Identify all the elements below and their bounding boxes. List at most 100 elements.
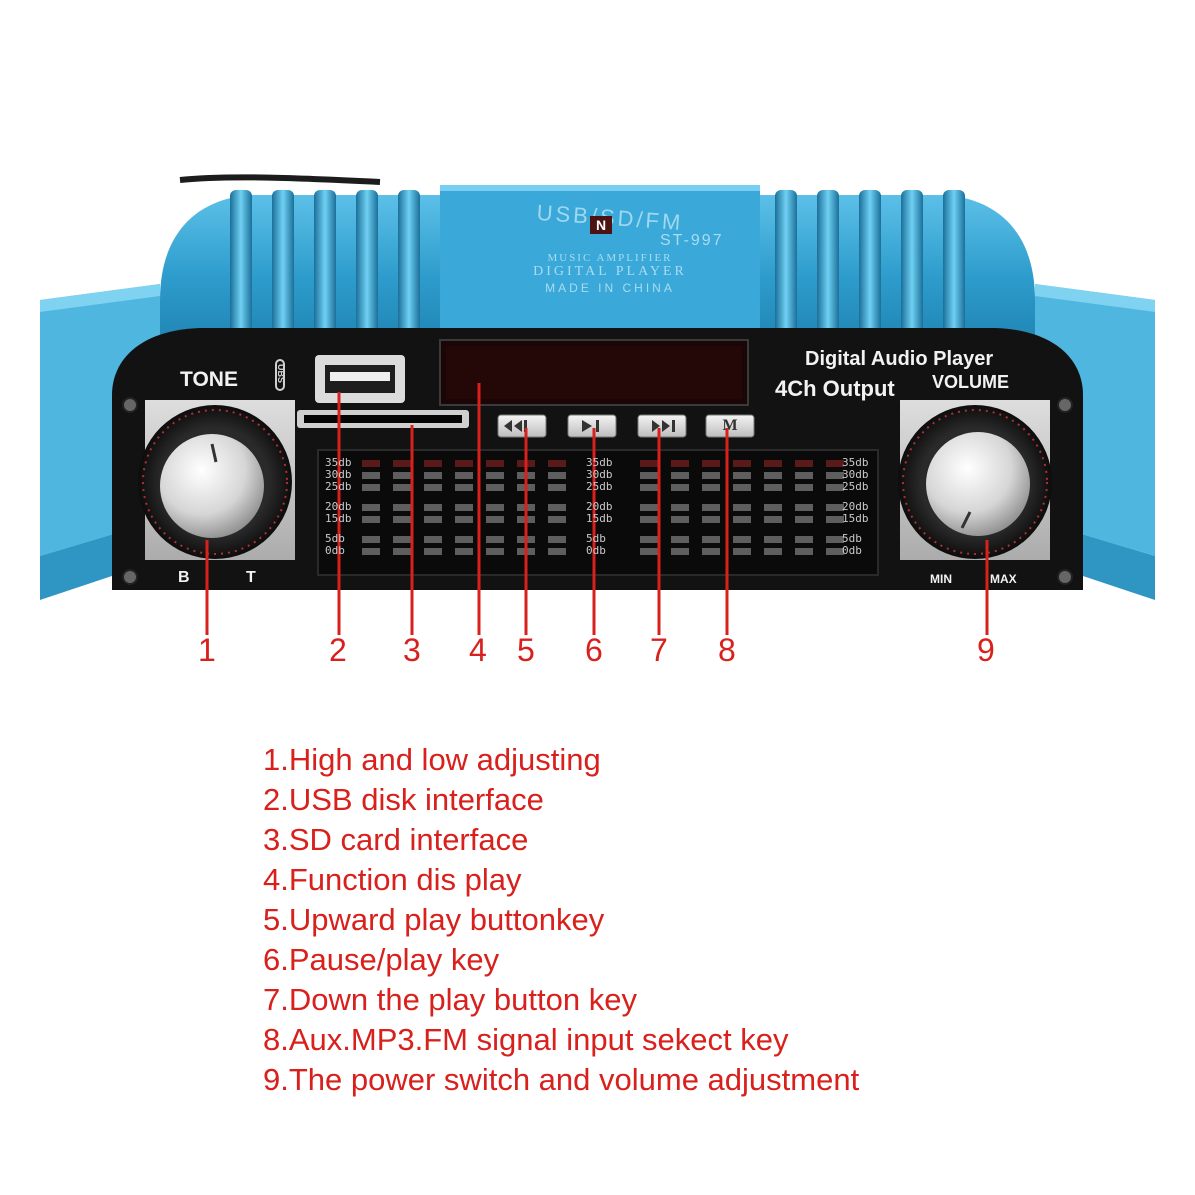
legend-item: 2.USB disk interface xyxy=(263,782,544,817)
meter-segment xyxy=(826,548,844,555)
meter-segment xyxy=(671,472,689,479)
meter-segment xyxy=(548,516,566,523)
usb-port[interactable] xyxy=(315,355,405,403)
meter-segment xyxy=(702,516,720,523)
meter-segment xyxy=(362,484,380,491)
meter-segment xyxy=(795,548,813,555)
meter-segment xyxy=(486,504,504,511)
feature-legend: 1.High and low adjusting 2.USB disk inte… xyxy=(263,740,859,1100)
meter-segment xyxy=(362,460,380,467)
meter-segment xyxy=(393,460,411,467)
meter-segment xyxy=(548,548,566,555)
meter-segment xyxy=(764,484,782,491)
meter-segment xyxy=(733,516,751,523)
meter-segment xyxy=(486,460,504,467)
meter-segment xyxy=(640,516,658,523)
volume-label: VOLUME xyxy=(932,372,1010,392)
meter-segment xyxy=(455,504,473,511)
meter-segment xyxy=(424,460,442,467)
meter-segment xyxy=(764,460,782,467)
sd-card-slot[interactable] xyxy=(297,410,469,428)
meter-segment xyxy=(764,472,782,479)
meter-segment xyxy=(733,504,751,511)
meter-segment xyxy=(362,516,380,523)
meter-segment xyxy=(548,472,566,479)
meter-segment xyxy=(486,472,504,479)
meter-segment xyxy=(424,536,442,543)
meter-segment xyxy=(733,536,751,543)
legend-item: 5.Upward play buttonkey xyxy=(263,902,605,937)
meter-segment xyxy=(393,548,411,555)
meter-segment xyxy=(362,548,380,555)
brand-logo: N xyxy=(590,216,612,234)
meter-segment xyxy=(671,516,689,523)
meter-segment xyxy=(671,504,689,511)
amplifier-illustration xyxy=(40,174,1155,635)
meter-segment xyxy=(393,536,411,543)
meter-segment xyxy=(424,484,442,491)
meter-segment xyxy=(455,516,473,523)
callout-8: 8 xyxy=(718,632,736,668)
model-number: ST-997 xyxy=(660,232,724,249)
callout-3: 3 xyxy=(403,632,421,668)
power-cable xyxy=(179,174,381,185)
meter-segment xyxy=(795,460,813,467)
meter-segment xyxy=(455,472,473,479)
meter-segment xyxy=(764,516,782,523)
meter-segment xyxy=(671,536,689,543)
callout-6: 6 xyxy=(585,632,603,668)
meter-segment xyxy=(826,460,844,467)
meter-segment xyxy=(548,484,566,491)
min-label: MIN xyxy=(930,572,952,586)
callout-9: 9 xyxy=(977,632,995,668)
meter-segment xyxy=(733,460,751,467)
legend-item: 8.Aux.MP3.FM signal input sekect key xyxy=(263,1022,789,1057)
meter-segment xyxy=(826,516,844,523)
meter-segment xyxy=(640,472,658,479)
previous-button[interactable] xyxy=(497,414,547,438)
meter-segment xyxy=(795,504,813,511)
meter-segment xyxy=(795,516,813,523)
mode-button[interactable] xyxy=(705,414,755,438)
meter-segment xyxy=(640,548,658,555)
meter-segment xyxy=(702,536,720,543)
callout-lines xyxy=(205,383,989,635)
meter-segment xyxy=(424,548,442,555)
label-plate xyxy=(440,185,760,335)
volume-knob[interactable] xyxy=(898,405,1052,559)
meter-segment xyxy=(640,504,658,511)
meter-segment xyxy=(702,484,720,491)
meter-segment xyxy=(455,460,473,467)
next-button[interactable] xyxy=(637,414,687,438)
meter-segment xyxy=(362,536,380,543)
meter-segment xyxy=(826,536,844,543)
usb-icon-text: UBS xyxy=(276,364,286,384)
meter-segment xyxy=(702,460,720,467)
meter-segment xyxy=(795,472,813,479)
legend-item: 6.Pause/play key xyxy=(263,942,500,977)
meter-segment xyxy=(702,548,720,555)
bass-label: B xyxy=(178,569,190,586)
meter-segment xyxy=(548,460,566,467)
meter-segment xyxy=(393,504,411,511)
callout-4: 4 xyxy=(469,632,487,668)
legend-item: 3.SD card interface xyxy=(263,822,529,857)
meter-segment xyxy=(393,516,411,523)
tone-label: TONE xyxy=(180,368,238,391)
meter-segment xyxy=(826,484,844,491)
tone-knob[interactable] xyxy=(138,405,292,559)
meter-segment xyxy=(455,536,473,543)
callout-1: 1 xyxy=(198,632,216,668)
meter-segment xyxy=(671,460,689,467)
meter-segment xyxy=(393,472,411,479)
meter-segment xyxy=(764,536,782,543)
heatsink-fins-left xyxy=(230,190,420,350)
play-pause-button[interactable] xyxy=(567,414,617,438)
meter-segment xyxy=(455,548,473,555)
meter-segment xyxy=(733,484,751,491)
label-subtitle-2: DIGITAL PLAYER xyxy=(533,264,687,279)
meter-segment xyxy=(764,504,782,511)
meter-segment xyxy=(424,516,442,523)
